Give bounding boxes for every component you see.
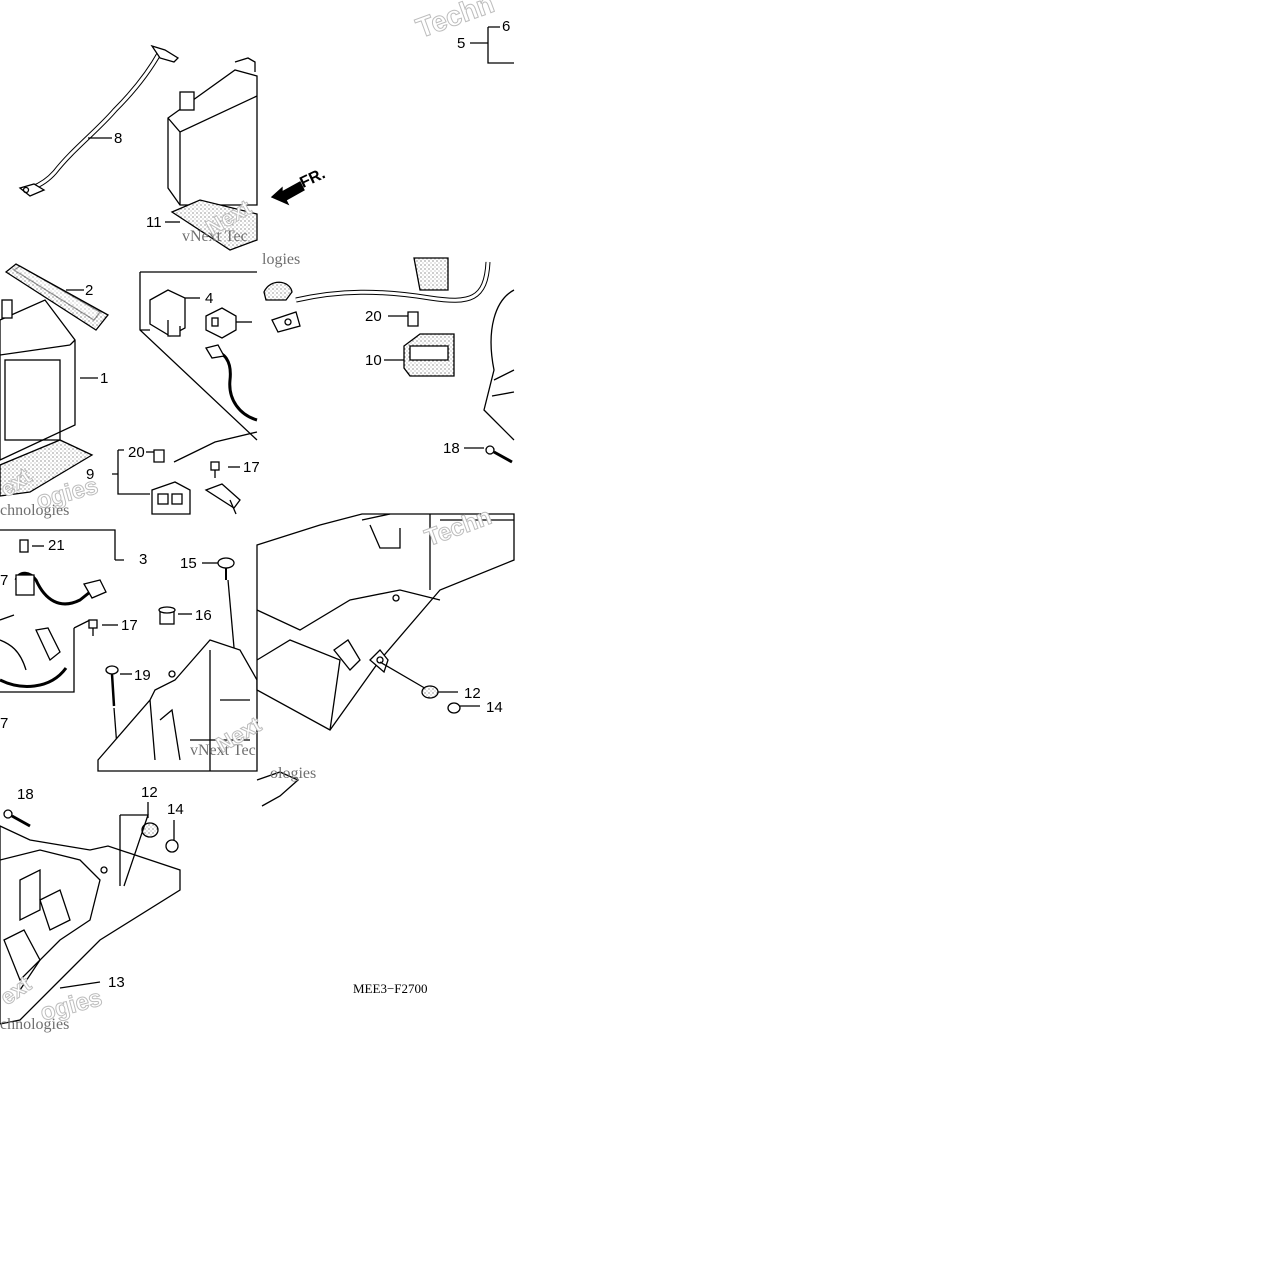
callout-11: 11 xyxy=(146,214,162,231)
callout-2: 2 xyxy=(85,282,94,299)
callout-15: 15 xyxy=(180,555,197,572)
callout-14: 14 xyxy=(167,801,184,818)
callout-12: 12 xyxy=(464,685,481,702)
callout-6: 6 xyxy=(502,18,511,35)
callout-17: 17 xyxy=(121,617,138,634)
callout-7: 7 xyxy=(0,715,9,732)
callout-14: 14 xyxy=(486,699,503,716)
watermark-text: vNext Tec xyxy=(182,228,248,245)
callout-7: 7 xyxy=(0,572,9,589)
callout-13: 13 xyxy=(108,974,125,991)
callout-9: 9 xyxy=(86,466,95,483)
callout-4: 4 xyxy=(205,290,214,307)
tile-cable-relay xyxy=(263,257,515,464)
tile-battery-relays xyxy=(0,263,258,515)
watermark-text: chnologies xyxy=(0,502,70,519)
callout-12: 12 xyxy=(141,784,158,801)
watermark-text: ologies xyxy=(270,765,317,782)
callout-3: 3 xyxy=(139,551,148,568)
watermark-text: logies xyxy=(262,251,301,268)
callout-20: 20 xyxy=(365,308,382,325)
callout-5: 5 xyxy=(457,35,466,52)
tile-harness-bracket xyxy=(0,529,258,772)
tile-lower-tray xyxy=(0,802,181,1025)
callout-21: 21 xyxy=(48,537,65,554)
callout-18: 18 xyxy=(443,440,460,457)
callout-8: 8 xyxy=(114,130,123,147)
callout-19: 19 xyxy=(134,667,151,684)
callout-20: 20 xyxy=(128,444,145,461)
callout-17: 17 xyxy=(243,459,260,476)
tile-battery-cable xyxy=(18,26,514,251)
drawing-code: MEE3−F2700 xyxy=(353,981,428,996)
callout-10: 10 xyxy=(365,352,382,369)
tile-tray xyxy=(256,513,515,807)
watermark-text: chnologies xyxy=(0,1016,70,1033)
callout-18: 18 xyxy=(17,786,34,803)
callout-1: 1 xyxy=(100,370,109,387)
callout-16: 16 xyxy=(195,607,212,624)
watermark-text: vNext Tec xyxy=(190,742,256,759)
